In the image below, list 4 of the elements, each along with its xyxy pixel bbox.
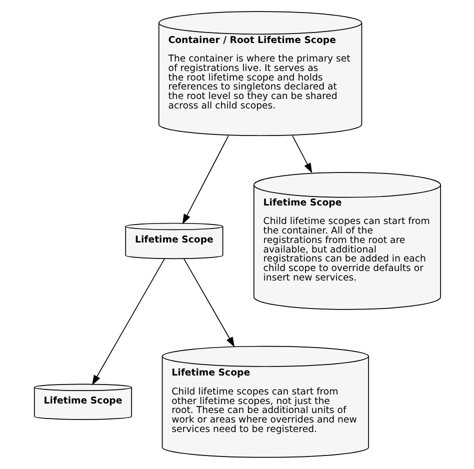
arrow xyxy=(91,258,165,386)
arrow xyxy=(292,135,312,174)
arrow xyxy=(182,135,228,224)
arrow xyxy=(182,258,234,348)
